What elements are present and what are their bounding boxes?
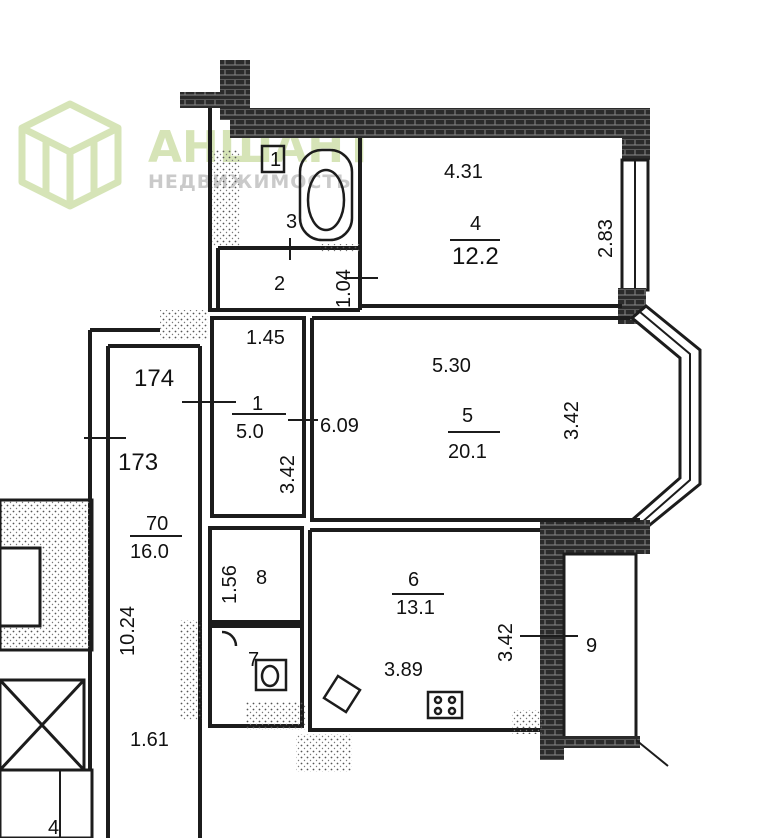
room7-number: 7 [248,649,259,671]
elevator-block [0,498,94,838]
stove-burners-icon [426,690,464,720]
room4-width: 4.31 [444,161,483,183]
room8-dim: 1.56 [219,565,241,604]
logo-tagline: НЕДВИЖИМОСТЬ [148,171,352,193]
plumbing [221,144,464,720]
dimension-ticks [59,238,578,838]
sink-icon [260,144,286,174]
room2-number: 2 [274,273,285,295]
room2-dim: 1.04 [333,269,355,308]
room1-length: 3.42 [277,455,299,494]
bathtub-icon [298,148,354,242]
door-swing-icon [221,630,238,647]
room5-number: 5 [462,405,473,427]
room6-length: 3.42 [495,623,517,662]
room9-number: 9 [586,635,597,657]
room4-length: 2.83 [595,219,617,258]
room4-area: 12.2 [452,243,499,270]
stove-icon [322,674,362,714]
room1-number: 1 [252,393,263,415]
room5-width: 5.30 [432,355,471,377]
room5-area: 20.1 [448,441,487,463]
room8-number: 8 [256,567,267,589]
cube-logo-icon [18,100,122,210]
exterior-walls [180,60,702,767]
room5-length2: 6.09 [320,415,359,437]
flat-174: 174 [134,365,174,392]
room6-width: 3.89 [384,659,423,681]
room1-width: 1.45 [246,327,285,349]
room6-area: 13.1 [396,597,435,619]
toilet-icon [254,658,288,692]
room5-length: 3.42 [561,401,583,440]
room70-area: 16.0 [130,541,169,563]
interior-walls [88,108,640,838]
room70-length: 10.24 [117,606,139,656]
flat-173: 173 [118,449,158,476]
shaft-hatching [160,150,542,772]
toilet-mark: 1 [270,149,281,171]
room3-number: 3 [286,211,297,233]
room70-width: 1.61 [130,729,169,751]
room4-number: 4 [470,213,481,235]
room70-number: 70 [146,513,168,535]
room1-area: 5.0 [236,421,264,443]
bottom-mark: 4 [48,817,59,838]
room6-number: 6 [408,569,419,591]
room-labels: 4.31 4 12.2 2.83 3 1 2 1.04 1.45 1 5.0 3… [48,149,617,838]
